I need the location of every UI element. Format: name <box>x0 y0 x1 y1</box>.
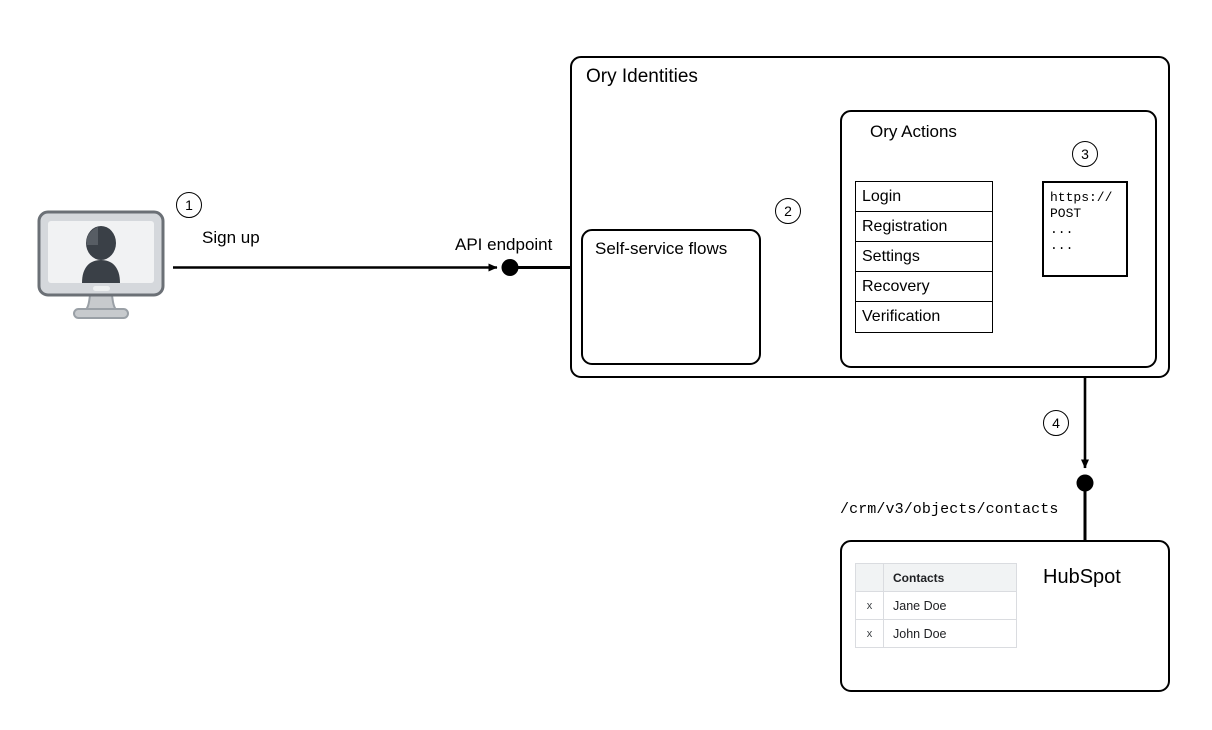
table-corner-cell <box>855 563 884 592</box>
monitor-user-icon <box>37 210 165 319</box>
api-endpoint-label: API endpoint <box>455 235 553 254</box>
table-header-row: Contacts <box>855 563 1017 592</box>
contact-name: John Doe <box>883 619 1017 648</box>
webhook-request-text: https:// POST ... ... <box>1050 190 1113 253</box>
flow-item-recovery[interactable]: Recovery <box>856 272 992 302</box>
step-badge-3: 3 <box>1072 141 1098 167</box>
step-badge-2: 2 <box>775 198 801 224</box>
step-badge-4: 4 <box>1043 410 1069 436</box>
sign-up-label: Sign up <box>202 228 260 247</box>
table-row[interactable]: x John Doe <box>855 619 1017 648</box>
flow-item-verification[interactable]: Verification <box>856 302 992 332</box>
hubspot-endpoint-dot <box>1076 474 1094 492</box>
table-row[interactable]: x Jane Doe <box>855 591 1017 620</box>
webhook-request-box <box>1042 181 1128 277</box>
crm-path-label: /crm/v3/objects/contacts <box>840 501 1059 518</box>
hubspot-label: HubSpot <box>1043 566 1121 588</box>
ory-identities-title: Ory Identities <box>586 66 698 87</box>
flow-item-registration[interactable]: Registration <box>856 212 992 242</box>
contact-name: Jane Doe <box>883 591 1017 620</box>
flow-list: Login Registration Settings Recovery Ver… <box>855 181 993 333</box>
flow-item-settings[interactable]: Settings <box>856 242 992 272</box>
flow-item-login[interactable]: Login <box>856 182 992 212</box>
step-badge-1: 1 <box>176 192 202 218</box>
self-service-flows-label: Self-service flows <box>595 239 728 258</box>
table-header-contacts: Contacts <box>883 563 1017 592</box>
ory-actions-title: Ory Actions <box>870 122 957 141</box>
row-mark: x <box>855 591 884 620</box>
row-mark: x <box>855 619 884 648</box>
self-service-flows-box <box>581 229 761 365</box>
api-endpoint-dot <box>501 259 519 276</box>
contacts-table: Contacts x Jane Doe x John Doe <box>855 563 1017 648</box>
